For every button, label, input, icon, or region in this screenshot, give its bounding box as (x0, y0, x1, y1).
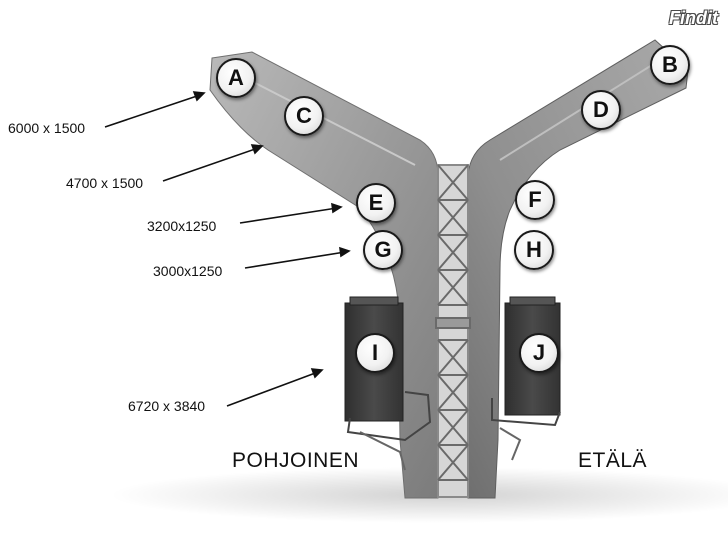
marker-c: C (284, 96, 324, 136)
marker-g: G (363, 230, 403, 270)
south-panel (491, 296, 561, 461)
south-side-label: ETÄLÄ (578, 449, 648, 472)
north-panel (344, 296, 432, 471)
marker-i: I (355, 333, 395, 373)
marker-d: D (581, 90, 621, 130)
findit-logo: Findit (669, 8, 718, 28)
marker-h: H (514, 230, 554, 270)
south-arm (467, 39, 689, 499)
dimension-label-ij: 6720 x 3840 (128, 398, 206, 414)
dimension-label-ef: 3200x1250 (147, 218, 217, 234)
dimension-label-gh: 3000x1250 (153, 263, 223, 279)
marker-e: E (356, 183, 396, 223)
pointer-arrows (104, 91, 351, 407)
dimension-label-cd: 4700 x 1500 (66, 175, 144, 191)
lattice-column (435, 164, 471, 498)
marker-f: F (515, 180, 555, 220)
dimension-label-ab: 6000 x 1500 (8, 120, 86, 136)
north-side-label: POHJOINEN (232, 449, 360, 472)
marker-b: B (650, 45, 690, 85)
marker-j: J (519, 333, 559, 373)
marker-a: A (216, 58, 256, 98)
